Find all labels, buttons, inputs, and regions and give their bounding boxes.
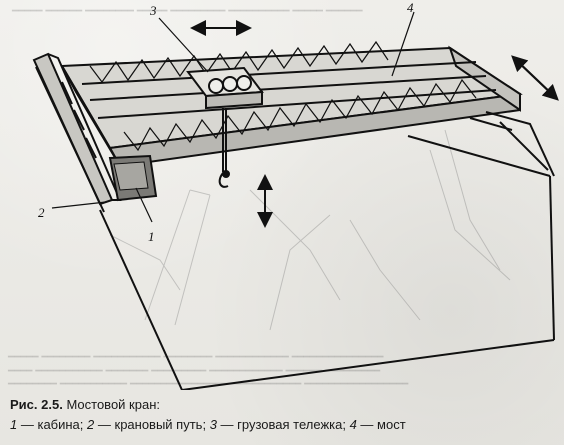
legend-2-text: крановый путь <box>114 417 203 432</box>
building-walls <box>99 135 555 391</box>
legend-delimiter: ; <box>79 417 88 432</box>
legend-delimiter: ; <box>342 417 350 432</box>
callout-leaders <box>51 11 415 223</box>
legend-4-number: 4 <box>349 417 357 432</box>
figure-number: Рис. 2.5. <box>10 397 63 412</box>
legend-2-number: 2 <box>87 417 95 432</box>
legend-separator: — <box>17 417 38 432</box>
legend-4-text: мост <box>377 417 406 432</box>
bleed-through-text: ━━━━━━━━ ━━━━━━━━━━━ ━━━━━━━━━━━━━━━━━━━… <box>8 379 409 390</box>
legend-separator: — <box>94 417 115 432</box>
legend-1-text: кабина <box>37 417 80 432</box>
bridge-crane-illustration <box>32 11 559 391</box>
bridge-crane-figure: 3 4 2 1 <box>32 0 559 391</box>
callout-4: 4 <box>407 0 414 15</box>
callout-3: 3 <box>150 3 157 18</box>
bleed-through-text: ━━━━━ ━━━━━━━━ ━━━━━━━━━━━ ━━━━━━━━ ━━━━… <box>8 352 384 363</box>
legend-3-number: 3 <box>209 417 217 432</box>
legend-delimiter: ; <box>202 417 210 432</box>
figure-caption: Рис. 2.5. Мостовой кран: 1 — кабина; 2 —… <box>10 395 555 435</box>
callout-2: 2 <box>38 205 45 220</box>
legend-separator: — <box>356 417 378 432</box>
background-structure <box>109 129 511 331</box>
motion-arrows <box>190 20 559 228</box>
hook-assembly <box>218 108 230 188</box>
bleed-through-text: ━━━━━ ━━━━━━ ━━━━━━━━ ━━━━━ ━━━━━━━━━ ━━… <box>12 6 363 17</box>
crane-runway-right <box>469 111 555 177</box>
legend-separator: — <box>216 417 238 432</box>
bleed-through-text: ━━━━ ━━━━━━━━━━━ ━━━━━━━ ━━━━━━━━━ ━━━━━… <box>8 366 381 377</box>
cargo-trolley <box>186 66 264 110</box>
caption-legend: 1 — кабина; 2 — крановый путь; 3 — грузо… <box>10 415 555 435</box>
caption-heading: Рис. 2.5. Мостовой кран: <box>10 395 555 415</box>
operator-cabin <box>108 154 158 202</box>
legend-1-number: 1 <box>10 417 18 432</box>
callout-1: 1 <box>148 229 155 244</box>
figure-title: Мостовой кран: <box>66 397 160 412</box>
legend-3-text: грузовая тележка <box>237 417 343 432</box>
crane-runway-left <box>32 52 122 213</box>
